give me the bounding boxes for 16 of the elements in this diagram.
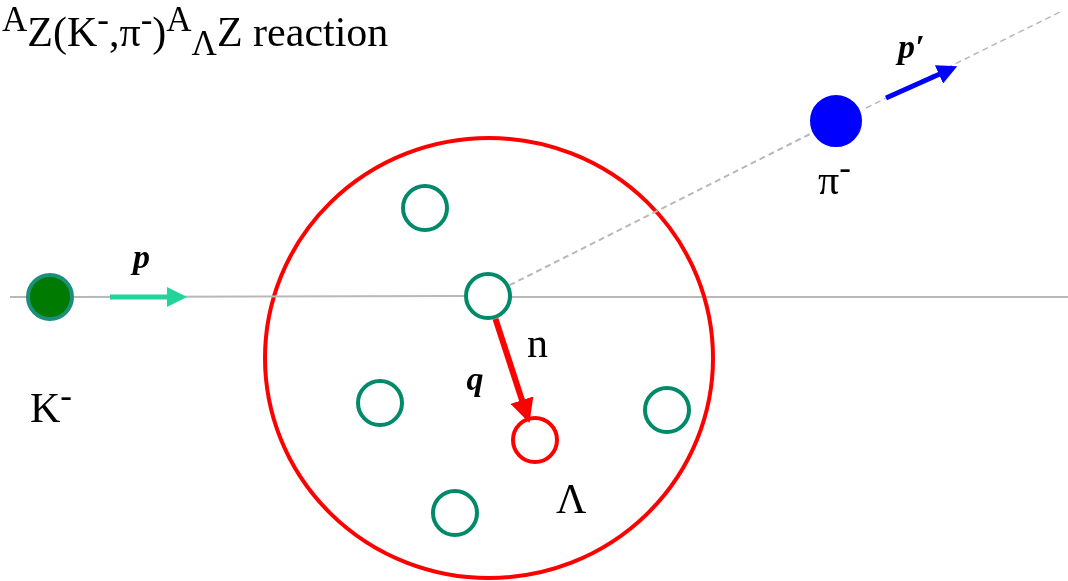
nucleon-circle [642, 385, 692, 435]
nucleon-circle [400, 183, 450, 233]
nucleon-circle [355, 378, 405, 428]
nucleon-circle [430, 488, 480, 538]
arrow [492, 317, 534, 423]
pion-dot [809, 94, 863, 148]
lambda-circle [510, 415, 560, 465]
particle-label: K$^{-}$ [30, 378, 72, 429]
particle-label: Λ [556, 478, 587, 520]
particle-label: n [527, 322, 548, 364]
kaon-dot [25, 272, 75, 322]
nucleus-circle [262, 135, 716, 581]
neutron-circle [463, 271, 513, 321]
edge-label: q [466, 362, 484, 396]
diagram-title: $^{A}$Z(K$^{-}$,π$^{-}$)$^{A}$$_{Λ}$Z reaction [2, 2, 389, 62]
particle-label: π$^{-}$ [818, 150, 851, 201]
